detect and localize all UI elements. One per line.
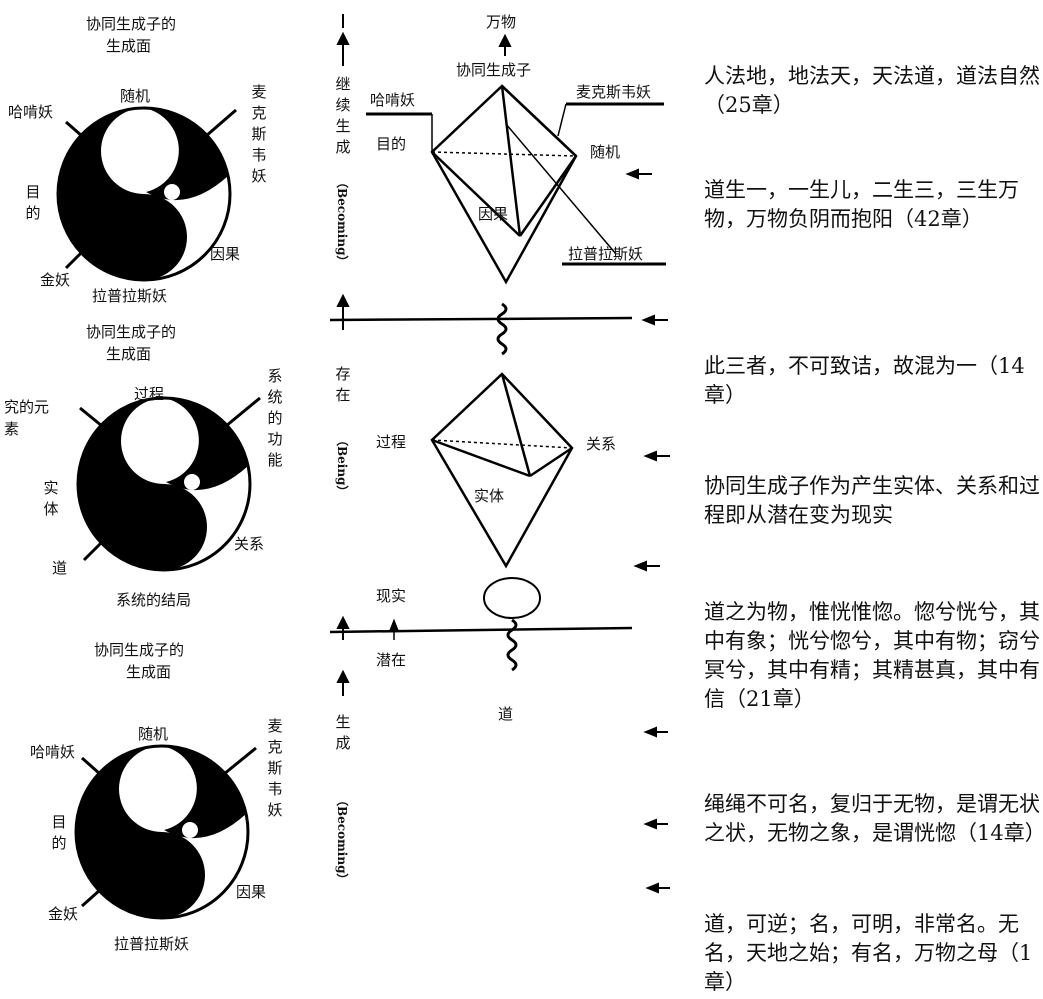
yinyang-1-title-line2: 生成面 bbox=[106, 37, 152, 55]
yinyang-3-label-bottom: 拉普拉斯妖 bbox=[114, 935, 190, 953]
yinyang-2-label-right: 关系 bbox=[234, 535, 265, 553]
upper-left-vertex-label: 目的 bbox=[376, 135, 407, 153]
note-1: 道，可逆；名，可明，非常名。无名，天地之始；有名，万物之母（1章） bbox=[704, 912, 1033, 994]
horizontal-axis-2 bbox=[329, 618, 633, 672]
upper-left-label: 哈啃妖 bbox=[370, 91, 416, 109]
yinyang-3-label-upper-left: 哈啃妖 bbox=[30, 743, 76, 761]
yinyang-1-label-upper-right: 麦 克 斯 韦 妖 bbox=[251, 83, 267, 185]
note-21: 道之为物，惟恍惟惚。惚兮恍兮，其中有象；恍兮惚兮，其中有物；窃兮冥兮，其中有精；… bbox=[704, 600, 1040, 711]
yinyang-3-label-right: 因果 bbox=[236, 883, 267, 901]
note-14b: 绳绳不可名，复归于无物，是谓无状之状，无物之象，是谓恍惚（14章） bbox=[704, 792, 1043, 845]
yinyang-1-label-lower-left: 金妖 bbox=[40, 271, 71, 289]
yinyang-3 bbox=[74, 744, 257, 920]
being-label: 存 在 bbox=[335, 365, 351, 404]
being-en-label: （Being） bbox=[335, 434, 349, 498]
note-42: 道生一，一生儿，二生三，三生万物，万物负阴而抱阳（42章） bbox=[704, 178, 1019, 231]
becoming-bottom-label: 生 成 bbox=[335, 713, 351, 752]
yinyang-2-title-line2: 生成面 bbox=[106, 345, 152, 363]
lower-center-label: 实体 bbox=[474, 487, 505, 505]
yinyang-2-label-left: 实 体 bbox=[43, 479, 59, 518]
upper-diamond bbox=[366, 84, 666, 285]
apex-label: 协同生成子 bbox=[456, 61, 532, 79]
yinyang-3-title-line1: 协同生成子的 bbox=[94, 641, 185, 659]
yinyang-1 bbox=[56, 106, 237, 282]
yinyang-3-label-lower-left: 金妖 bbox=[48, 905, 79, 923]
vertical-axis bbox=[336, 14, 350, 696]
becoming-top-en-label: （Becoming） bbox=[335, 176, 349, 268]
lower-right-vertex-label: 关系 bbox=[586, 435, 617, 453]
becoming-top-label: 继 续 生 成 bbox=[335, 75, 351, 156]
yinyang-2-label-top: 过程 bbox=[134, 385, 165, 403]
upper-center-label: 因果 bbox=[478, 205, 509, 223]
yinyang-3-label-left: 目 的 bbox=[51, 813, 67, 852]
potential-label: 潜在 bbox=[376, 651, 407, 669]
arrow-to-wanwu bbox=[498, 33, 512, 56]
yinyang-1-label-right: 因果 bbox=[210, 245, 241, 263]
yinyang-2-label-lower-left: 道 bbox=[52, 559, 68, 577]
reality-label: 现实 bbox=[376, 587, 407, 605]
yinyang-2-title-line1: 协同生成子的 bbox=[86, 323, 177, 341]
yinyang-3-label-upper-right: 麦 克 斯 韦 妖 bbox=[267, 717, 283, 819]
upper-bottom-label: 拉普拉斯妖 bbox=[568, 245, 644, 263]
yinyang-1-label-upper-left: 哈啃妖 bbox=[8, 103, 54, 121]
yinyang-1-label-left: 目 的 bbox=[25, 183, 41, 222]
yinyang-3-label-top: 随机 bbox=[138, 725, 169, 743]
note-synergy: 协同生成子作为产生实体、关系和过程即从潜在变为现实 bbox=[704, 474, 1040, 527]
yinyang-2 bbox=[76, 396, 261, 572]
note-14a: 此三者，不可致诘，故混为一（14章） bbox=[704, 354, 1025, 407]
wanwu-label: 万物 bbox=[486, 13, 517, 31]
upper-right-label: 麦克斯韦妖 bbox=[576, 83, 652, 101]
yinyang-1-title-line1: 协同生成子的 bbox=[86, 15, 177, 33]
yinyang-3-title-line2: 生成面 bbox=[126, 663, 172, 681]
dao-label: 道 bbox=[498, 705, 514, 723]
upper-right-vertex-label: 随机 bbox=[590, 143, 621, 161]
horizontal-axis-1 bbox=[329, 302, 633, 356]
yinyang-2-label-bottom: 系统的结局 bbox=[116, 591, 192, 609]
note-25: 人法地，地法天，天法道，道法自然（25章） bbox=[704, 64, 1040, 117]
yinyang-2-label-upper-left: 究的元 素 bbox=[4, 398, 50, 438]
yinyang-1-label-top: 随机 bbox=[120, 87, 151, 105]
becoming-bottom-en-label: （Becoming） bbox=[335, 794, 349, 886]
lower-left-vertex-label: 过程 bbox=[376, 433, 407, 451]
yinyang-1-label-bottom: 拉普拉斯妖 bbox=[92, 287, 168, 305]
right-arrows bbox=[625, 168, 670, 894]
yinyang-2-label-upper-right: 系 统 的 功 能 bbox=[267, 367, 283, 469]
lower-diamond bbox=[430, 372, 574, 619]
